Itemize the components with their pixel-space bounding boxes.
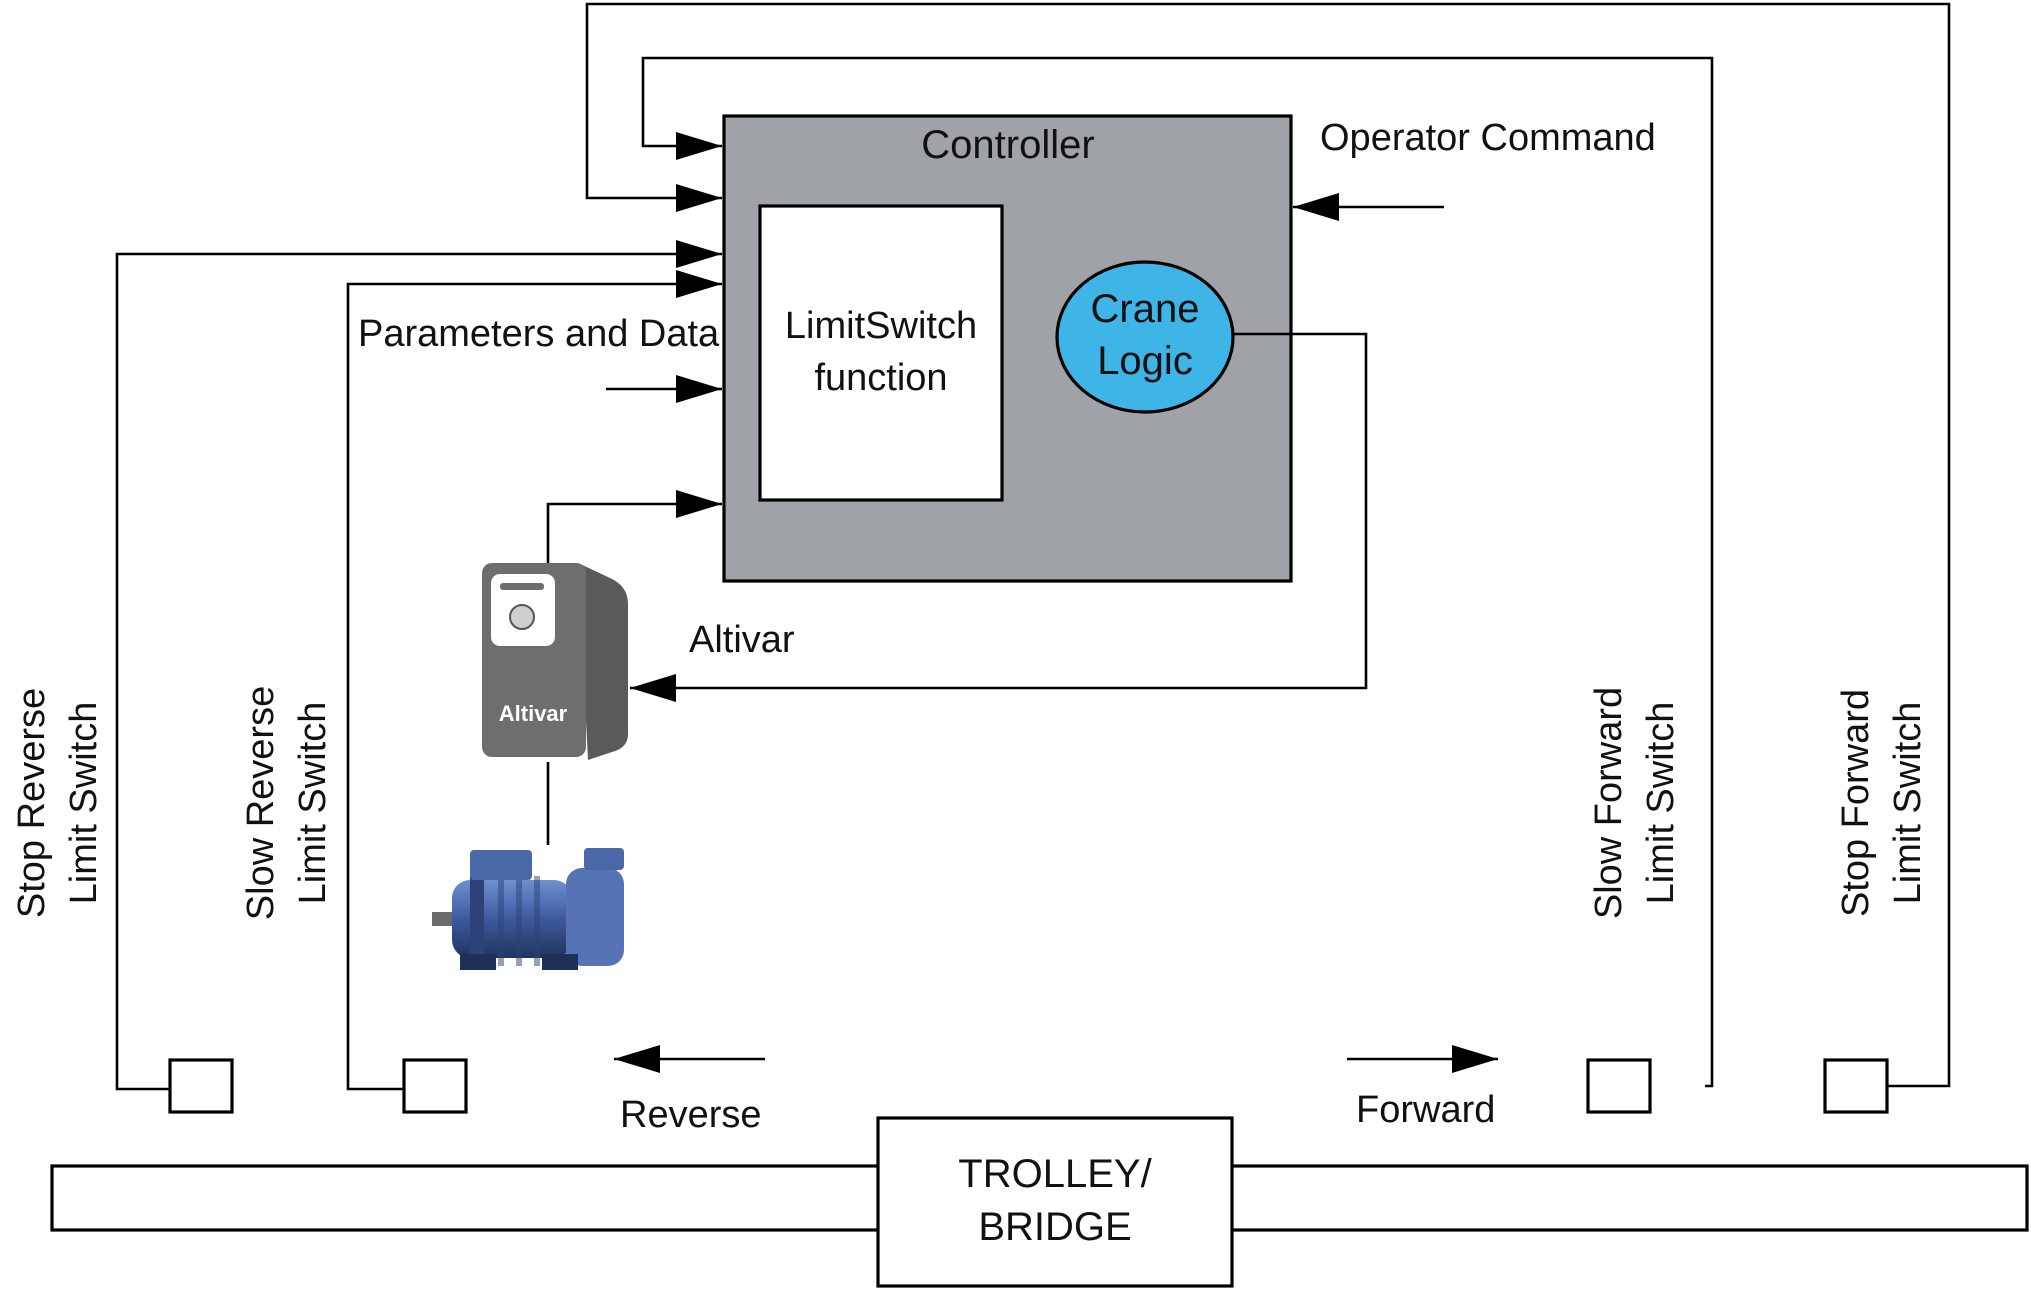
slow-forward-limit-switch [1586,1058,1652,1114]
crane-logic-label-line2: Logic [1097,339,1193,383]
trolley-bridge-box [876,1116,1234,1288]
limit-switch-function-box [758,204,1004,502]
stop-reverse-label-line2: Limit Switch [63,702,105,905]
slow-reverse-label-line1: Slow Reverse [240,686,282,920]
crane-logic-to-drive-wire [630,332,1368,702]
trolley-label-line1: TROLLEY/ [958,1152,1152,1196]
slow-forward-label-line1: Slow Forward [1588,687,1630,919]
stop-forward-label-line1: Stop Forward [1835,689,1877,917]
crane-logic-node [1055,260,1235,414]
stop-forward-wire [585,2,1951,1088]
controller-title: Controller [921,123,1094,167]
trolley-label-line2: BRIDGE [978,1205,1131,1249]
altivar-drive-icon: Altivar [482,563,628,760]
limit-switch-function-label-line2: function [814,357,947,399]
limit-switch-function-label-line1: LimitSwitch [785,305,977,347]
parameters-and-data-label: Parameters and Data [358,313,720,355]
motor-icon [432,848,624,970]
altivar-badge: Altivar [499,701,568,726]
altivar-label: Altivar [689,619,795,661]
stop-reverse-limit-switch [168,1058,234,1114]
reverse-label: Reverse [620,1094,762,1136]
forward-label: Forward [1356,1089,1495,1131]
stop-reverse-wire [115,240,722,1091]
slow-forward-wire [641,56,1714,1088]
stop-forward-limit-switch [1823,1058,1889,1114]
slow-reverse-label-line2: Limit Switch [292,702,334,905]
stop-forward-label-line2: Limit Switch [1887,702,1929,905]
slow-reverse-wire [346,270,722,1091]
slow-reverse-limit-switch [402,1058,468,1114]
drive-to-controller-wire [546,490,722,565]
operator-command-label: Operator Command [1320,117,1656,159]
crane-logic-label-line1: Crane [1091,287,1200,331]
stop-reverse-label-line1: Stop Reverse [11,688,53,918]
slow-forward-label-line2: Limit Switch [1640,702,1682,905]
